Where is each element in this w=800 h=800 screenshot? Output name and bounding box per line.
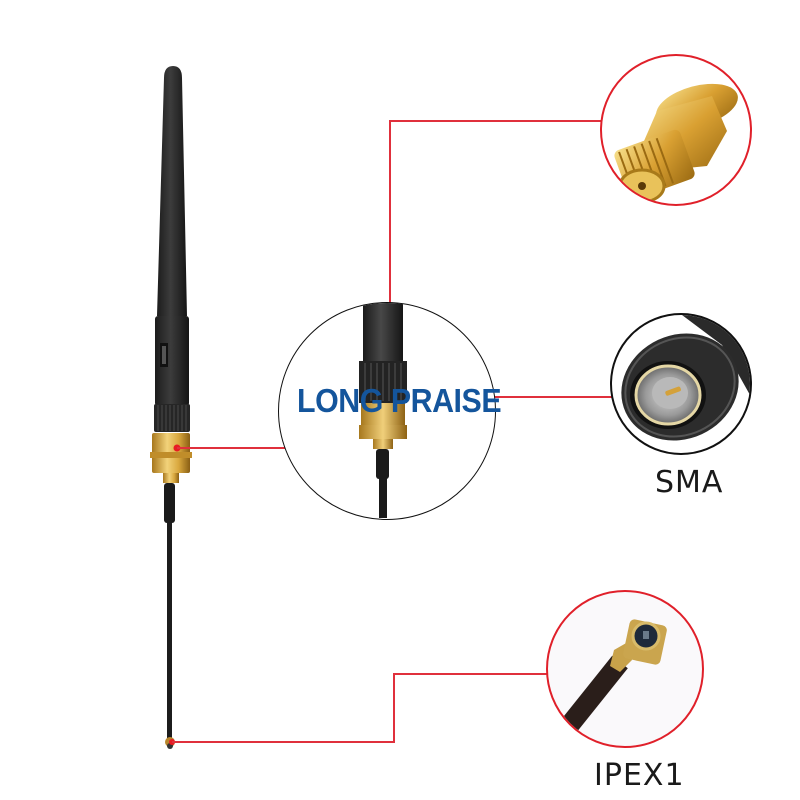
connector-closeup-image [359,303,407,519]
brand-watermark: LONG PRAISE [297,382,502,419]
leader-line-top-horizontal [389,120,603,122]
callout-ipex1 [546,590,704,748]
gold-sma-female-connector-image [614,83,738,204]
leader-line-bulkhead [177,447,300,449]
leader-line-ipex-bottom [172,741,394,743]
leader-line-top-vertical [389,120,391,310]
leader-line-ipex-top [393,673,548,675]
ipex1-connector-image [548,619,667,746]
sma-male-connector-image [621,315,750,441]
leader-line-sma [494,396,612,398]
callout-sma-male [610,313,752,455]
leader-line-ipex-vertical [393,673,395,743]
callout-label-ipex1: IPEX1 [594,758,685,793]
detail-zoom-circle [278,302,496,520]
callout-sma-female [600,54,752,206]
callout-label-sma: SMA [655,465,724,500]
